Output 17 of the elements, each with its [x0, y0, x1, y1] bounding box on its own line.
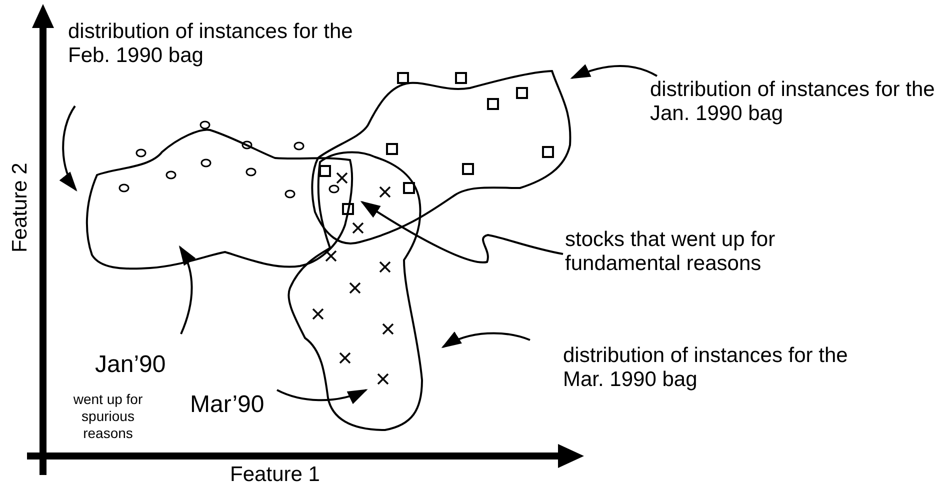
- region-outline: [288, 151, 423, 431]
- leader-arrow: [179, 245, 196, 334]
- region-outline: [86, 128, 354, 270]
- note-text: went up for spurious reasons: [72, 391, 144, 442]
- leader-arrow: [360, 200, 564, 264]
- annotation-text: distribution of instances for the Mar. 1990 bag: [563, 344, 848, 392]
- axis-label: Feature 1: [229, 462, 321, 488]
- leader-arrow: [570, 64, 658, 79]
- annotation-text: Mar’90: [190, 392, 264, 419]
- leader-arrow: [60, 105, 78, 192]
- leader-arrow: [276, 389, 368, 404]
- annotation-text: stocks that went up for fundamental reasons: [565, 228, 815, 276]
- annotation-text: Jan’90: [95, 352, 166, 379]
- annotation-text: distribution of instances for the Feb. 1990 bag: [68, 20, 353, 68]
- leader-arrow: [441, 332, 530, 348]
- annotation-text: distribution of instances for the Jan. 1990 bag: [650, 78, 945, 126]
- axis-label: Feature 2: [7, 162, 32, 255]
